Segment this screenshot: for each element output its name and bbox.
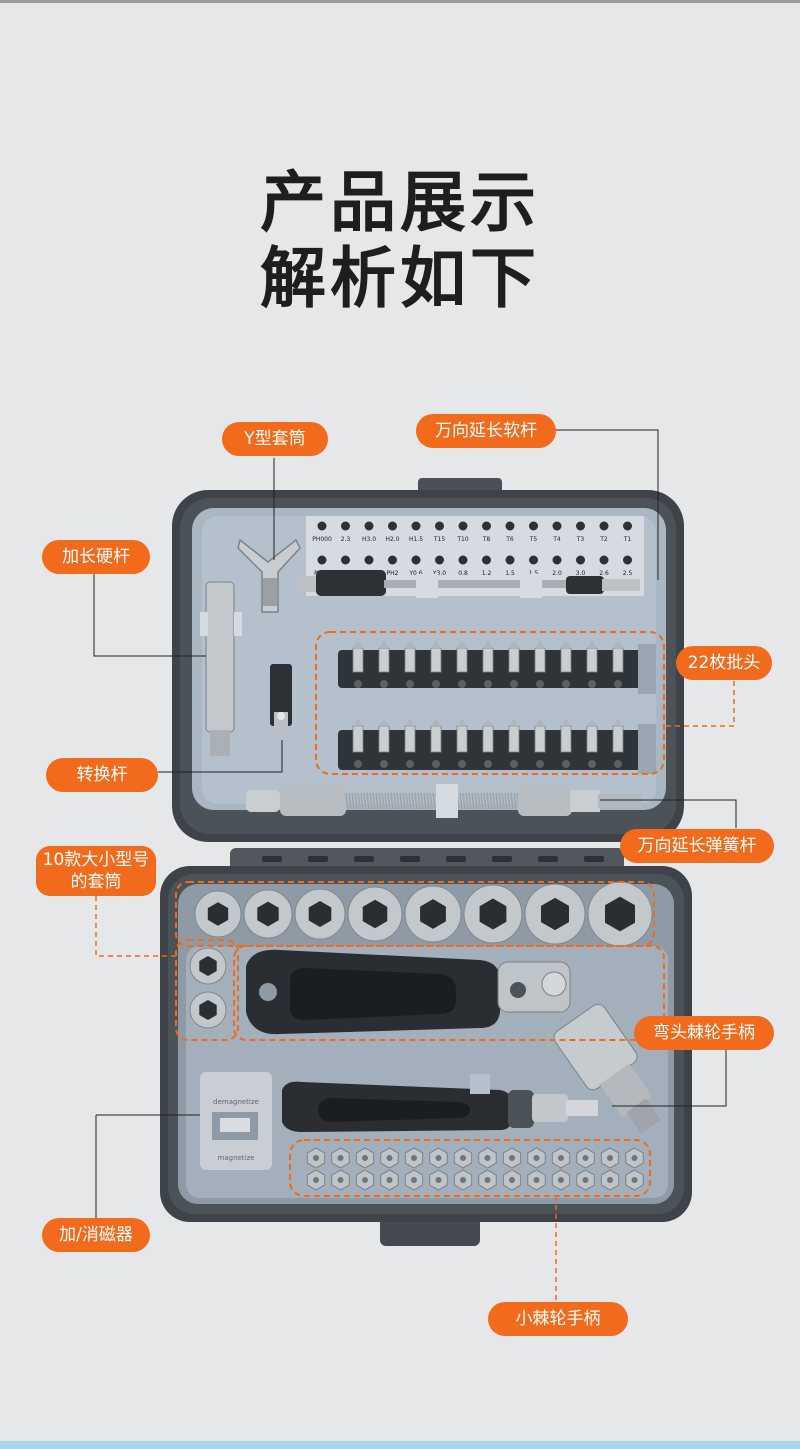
- sockets-highlight-col: [175, 939, 239, 1041]
- bit-size-label: Y0.6: [408, 570, 422, 577]
- bit-size-label: 1.5: [529, 570, 539, 577]
- bit-size-label: H1.5: [409, 536, 423, 543]
- label-10-sockets: 10款大小型号 的套筒: [36, 846, 156, 896]
- sockets-column: [189, 947, 227, 1029]
- label-flexible-extension: 万向延长软杆: [416, 414, 556, 448]
- bit-size-label: T6: [505, 536, 514, 543]
- label-22-bits: 22枚批头: [676, 646, 772, 680]
- long-rigid-bar: [200, 581, 242, 756]
- label-10-sockets-line1: 10款大小型号: [42, 850, 150, 870]
- spring-extension: [246, 784, 642, 818]
- bit-size-label: T1: [623, 536, 632, 543]
- leader-lines: [93, 429, 737, 1218]
- label-10-sockets-line2: 的套筒: [70, 872, 122, 892]
- label-y-socket: Y型套筒: [222, 422, 328, 456]
- bit-holder-bottom: [338, 718, 656, 774]
- label-long-rigid-bar: 加长硬杆: [42, 540, 150, 574]
- bent-ratchet-handle: [246, 949, 661, 1134]
- adapter-bar: [270, 664, 292, 738]
- orange-leader-lines: [95, 680, 735, 1302]
- page-title-line2: 解析如下: [260, 240, 540, 317]
- label-adapter-bar: 转换杆: [46, 758, 158, 792]
- bit-size-label: 3.0: [576, 570, 586, 577]
- bit-size-label: T15: [433, 536, 445, 543]
- bit-size-label: T4: [552, 536, 561, 543]
- bit-size-label: 1.2: [482, 570, 492, 577]
- top-border: [0, 0, 800, 3]
- bit-size-label: 2.3: [341, 536, 351, 543]
- small-bits-highlight: [289, 1139, 651, 1197]
- y-socket: [237, 538, 301, 613]
- bit-size-label: PH2: [387, 570, 399, 577]
- bit-size-label: T2: [599, 536, 608, 543]
- bits-highlight: [315, 631, 665, 775]
- bit-size-label: 2.0: [552, 570, 562, 577]
- flexible-extension: [296, 570, 640, 598]
- bit-size-label: 2.5: [623, 570, 633, 577]
- bit-size-label: T3: [576, 536, 585, 543]
- label-bent-ratchet: 弯头棘轮手柄: [634, 1016, 774, 1050]
- svg-text:magnetize: magnetize: [218, 1154, 255, 1162]
- small-bits: [306, 1147, 644, 1191]
- bit-size-label: Y3.0: [432, 570, 446, 577]
- svg-text:demagnetize: demagnetize: [213, 1098, 259, 1106]
- bit-size-label: 2.6: [599, 570, 609, 577]
- bit-size-label: 0.8: [458, 570, 468, 577]
- sockets-highlight-row: [175, 881, 655, 947]
- label-small-ratchet: 小棘轮手柄: [488, 1302, 628, 1336]
- bottom-border: [0, 1441, 800, 1449]
- sockets-row: [194, 881, 653, 947]
- bit-size-label: H3.0: [362, 536, 376, 543]
- magnetizer: demagnetize magnetize: [200, 1072, 272, 1170]
- label-spring-extension: 万向延长弹簧杆: [620, 829, 774, 863]
- bit-size-label: PH000: [312, 536, 332, 543]
- small-ratchet-handle: [282, 1074, 598, 1132]
- bit-holder-top: [338, 640, 656, 694]
- bit-size-label: 1.5: [505, 570, 515, 577]
- bit-size-label: T5: [529, 536, 538, 543]
- bit-size-label: T10: [456, 536, 468, 543]
- page-title-line1: 产品展示: [260, 164, 540, 241]
- ratchet-highlight: [233, 945, 665, 1041]
- bit-size-label: H2.0: [385, 536, 399, 543]
- bit-size-label: T8: [482, 536, 491, 543]
- label-magnetizer: 加/消磁器: [42, 1218, 150, 1252]
